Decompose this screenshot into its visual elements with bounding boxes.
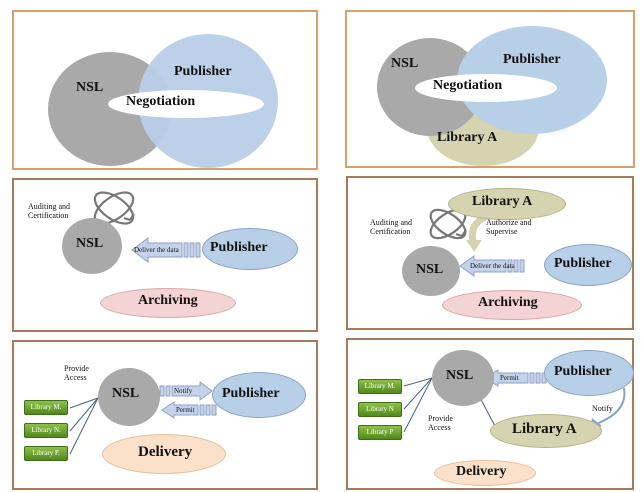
delivery-label: Delivery <box>138 444 193 460</box>
delivery-ellipse <box>102 434 226 474</box>
permit-arrow <box>161 401 217 419</box>
publisher-ellipse <box>544 244 632 286</box>
panel-4-graphics <box>429 208 525 277</box>
nsl-label: NSL <box>446 368 474 383</box>
nsl-circle <box>98 368 160 426</box>
auditing-label: Auditing and Certification <box>370 218 412 236</box>
negotiation-ellipse <box>108 90 264 118</box>
authorize-label: Authorize and Supervise <box>486 218 532 236</box>
permit-label: Permit <box>176 406 195 414</box>
archiving-ellipse <box>442 290 582 320</box>
publisher-label: Publisher <box>222 386 280 401</box>
publisher-label: Publisher <box>554 256 612 271</box>
notify-label: Notify <box>174 387 193 395</box>
deliver-arrow <box>459 255 525 277</box>
library-m-box: Library M. <box>358 379 402 394</box>
deliver-label: Deliver the data <box>470 262 515 270</box>
access-lines <box>69 397 99 455</box>
publisher-ellipse <box>202 228 298 270</box>
publisher-label: Publisher <box>554 364 612 379</box>
nsl-label: NSL <box>416 262 444 277</box>
library-a-ellipse <box>490 414 602 448</box>
nsl-circle <box>402 246 460 296</box>
archiving-label: Archiving <box>478 295 538 310</box>
permit-arrow <box>482 369 547 387</box>
panel-archiving-three-party: Library A Auditing and Certification Aut… <box>346 176 634 330</box>
archiving-ellipse <box>100 288 236 318</box>
nsl-label: NSL <box>76 80 104 95</box>
panel-delivery-three-party: NSL Permit Publisher Library M. Library … <box>346 338 634 490</box>
library-m-box: Library M. <box>24 400 68 415</box>
notify-arrow <box>159 381 213 401</box>
negotiation-label: Negotiation <box>126 94 196 109</box>
deliver-arrow <box>131 237 201 263</box>
publisher-ellipse <box>544 350 634 396</box>
access-lines <box>403 377 433 433</box>
provide-access-label: Provide Access <box>64 364 89 382</box>
nsl-label: NSL <box>76 236 104 251</box>
notify-label: Notify <box>592 404 613 413</box>
delivery-ellipse <box>434 460 536 486</box>
panel-negotiation-three-party: NSL Publisher Negotiation Library A <box>345 10 635 168</box>
publisher-label: Publisher <box>503 52 561 67</box>
publisher-label: Publisher <box>210 240 268 255</box>
auditing-label: Auditing and Certification <box>28 202 70 220</box>
library-p-box: Library P. <box>24 446 68 461</box>
library-a-label: Library A <box>472 194 533 209</box>
panel-5-graphics <box>69 381 217 455</box>
library-n-box: Library N. <box>24 423 68 438</box>
library-a-label: Library A <box>512 421 577 437</box>
negotiation-label: Negotiation <box>433 78 503 93</box>
library-p-box: Library P <box>358 425 402 440</box>
library-n-box: Library N <box>358 402 402 417</box>
panel-delivery-two-party: Provide Access NSL Library M. Library N.… <box>12 340 318 490</box>
panel-negotiation-two-party: NSL Publisher Negotiation <box>12 10 318 170</box>
provide-access-label: Provide Access <box>428 414 453 432</box>
deliver-label: Deliver the data <box>134 246 179 254</box>
archiving-label: Archiving <box>138 293 198 308</box>
delivery-label: Delivery <box>456 464 507 479</box>
negotiation-ellipse <box>415 74 557 102</box>
nsl-circle <box>432 350 494 406</box>
permit-label: Permit <box>500 374 519 382</box>
publisher-label: Publisher <box>174 64 232 79</box>
panel-3-graphics <box>93 191 201 263</box>
nsl-circle <box>62 218 122 274</box>
library-a-label: Library A <box>437 130 498 145</box>
library-a-ellipse <box>448 188 566 220</box>
nsl-label: NSL <box>112 386 140 401</box>
publisher-ellipse <box>212 372 306 418</box>
panel-archiving-two-party: Auditing and Certification NSL Deliver t… <box>12 178 318 332</box>
nsl-label: NSL <box>391 56 419 71</box>
